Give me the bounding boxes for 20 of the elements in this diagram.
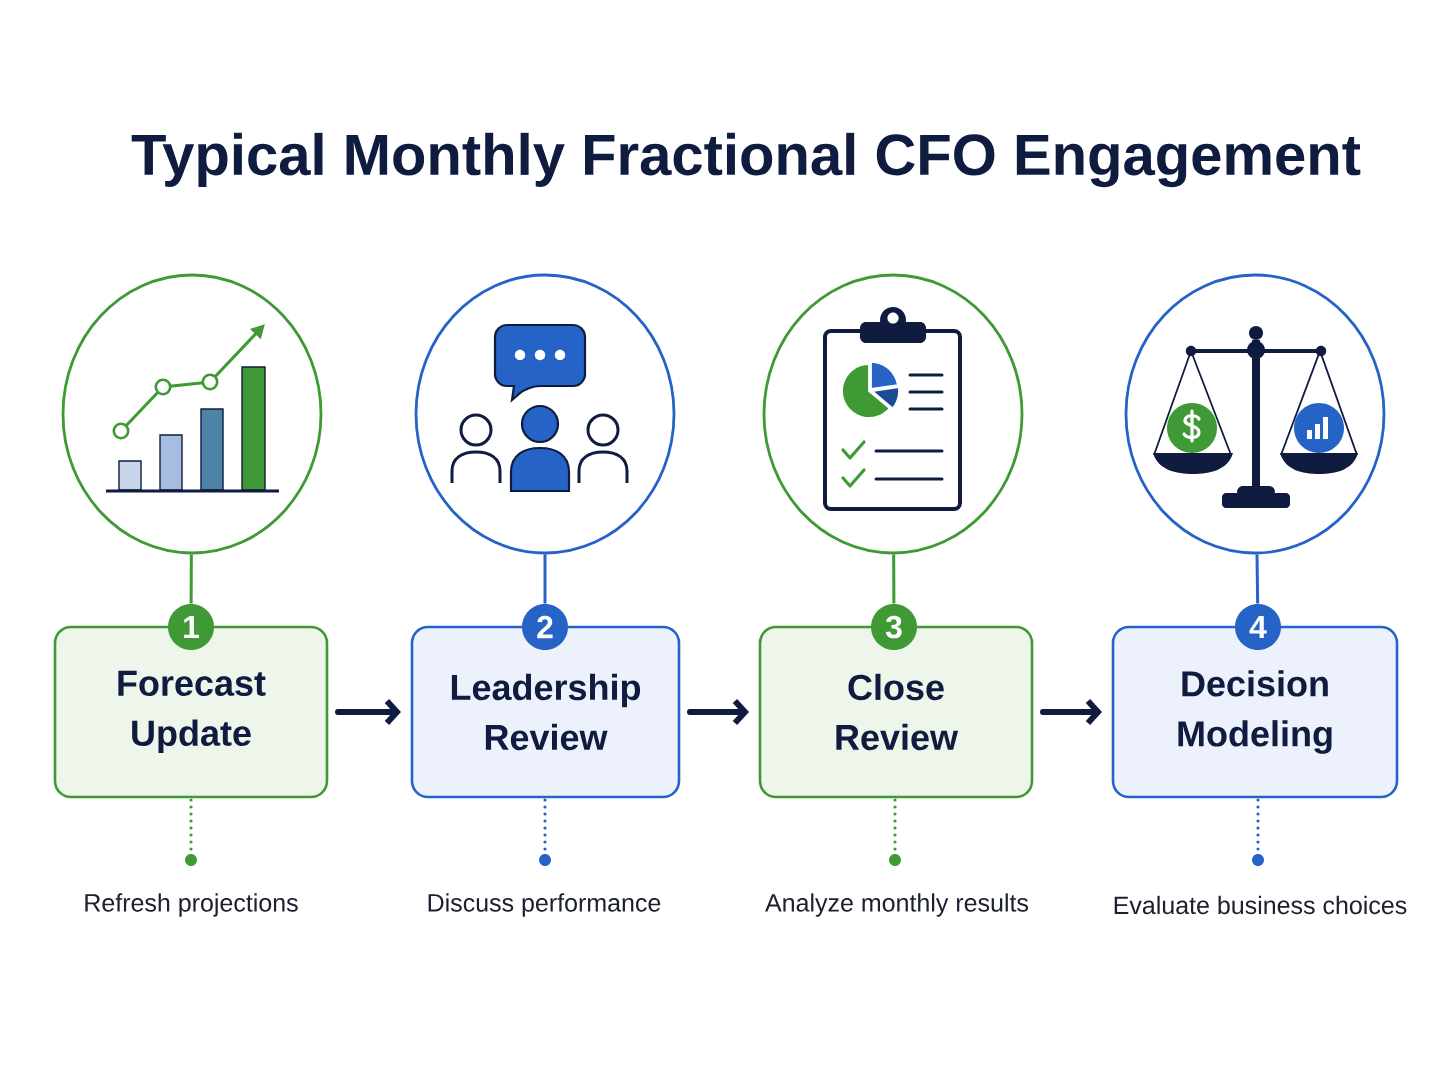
connector-line xyxy=(1255,554,1260,604)
arrow xyxy=(335,699,401,725)
description-text: Discuss performance xyxy=(428,893,661,917)
number-badge: 4 xyxy=(1235,604,1281,650)
arrow xyxy=(1040,699,1102,725)
dotted-line xyxy=(1256,798,1260,851)
connector-line xyxy=(543,554,547,604)
dotted-line xyxy=(543,798,547,851)
title: Typical Monthly Fractional CFO Engagement xyxy=(131,132,1361,188)
dotted-line xyxy=(893,798,897,851)
description-text: Analyze monthly results xyxy=(765,893,1029,917)
connector-line xyxy=(189,554,193,604)
number-badge: 1 xyxy=(168,604,214,650)
number-badge: 3 xyxy=(871,604,917,650)
description-text: Evaluate business choices xyxy=(1114,895,1407,915)
dotted-line xyxy=(189,798,193,851)
number-badge: 2 xyxy=(522,604,568,650)
description-text: Refresh projections xyxy=(85,893,298,917)
connector-line xyxy=(892,554,896,604)
arrow xyxy=(687,699,749,725)
